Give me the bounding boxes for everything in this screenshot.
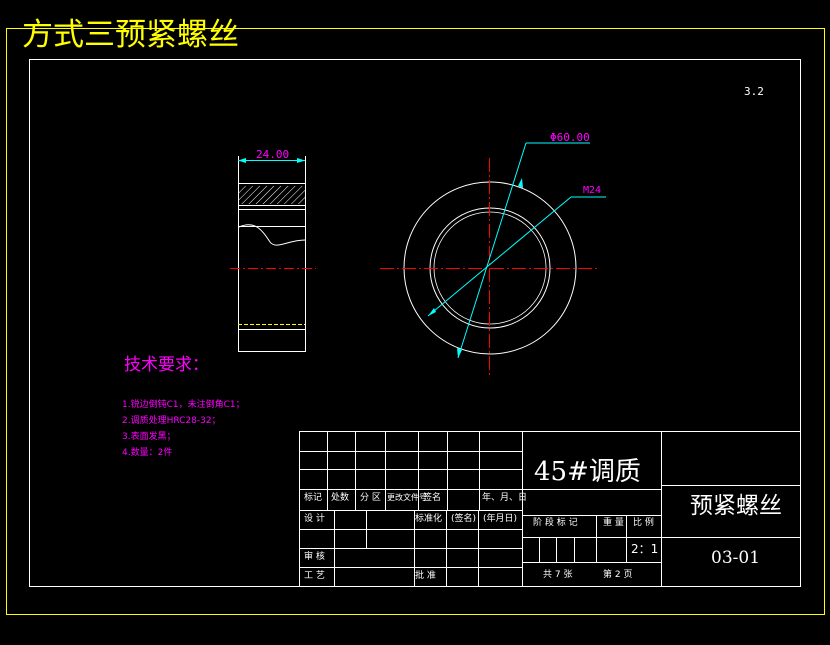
label-count: 处数 (331, 493, 350, 503)
label-review: 审 核 (304, 552, 325, 562)
surface-roughness: 3.2 (744, 85, 764, 98)
side-view (230, 156, 316, 352)
diameter-dimension: Φ60.00 (550, 131, 590, 144)
diameter-leader (457, 142, 527, 359)
label-date-short: (年月日) (483, 514, 518, 524)
tech-requirements-heading: 技术要求： (124, 355, 209, 375)
label-approve: 批 准 (415, 571, 436, 581)
drawing-number: 03-01 (711, 548, 761, 568)
label-scale: 比 例 (633, 518, 654, 528)
label-mark: 标记 (304, 493, 323, 503)
label-standardize: 标准化 (415, 514, 443, 524)
front-view (380, 142, 606, 378)
label-design: 设 计 (304, 514, 325, 524)
thread-dimension: M24 (583, 185, 602, 196)
scale-value: 2：1 (631, 542, 659, 556)
sheets-total: 共 7 张 (543, 570, 573, 580)
material-spec: 45#调质 (534, 457, 641, 487)
sheet-number: 第 2 页 (603, 570, 633, 580)
tech-item: 1.锐边倒钝C1，未注倒角C1； (122, 400, 245, 410)
label-process: 工 艺 (304, 571, 325, 581)
label-zone: 分 区 (360, 493, 381, 503)
part-name: 预紧螺丝 (690, 493, 782, 519)
label-change-doc: 更改文件号 (387, 493, 427, 502)
break-line (238, 224, 306, 246)
inner-frame (29, 59, 801, 587)
outer-border (6, 28, 825, 615)
tech-item: 2.调质处理HRC28-32； (122, 416, 221, 426)
label-signature: 签名 (423, 493, 442, 503)
thread-leader (427, 196, 572, 317)
width-dimension: 24.00 (256, 148, 290, 161)
title-block (299, 431, 801, 587)
tech-item: 3.表面发黑； (122, 432, 176, 442)
label-weight: 重 量 (603, 518, 624, 528)
tech-item: 4.数量：2件 (122, 448, 173, 458)
label-date: 年、月、日 (482, 493, 528, 503)
label-stage: 阶 段 标 记 (533, 518, 578, 528)
label-sign: (签名) (451, 514, 477, 524)
thread-hatch (239, 186, 305, 204)
page-title: 方式三预紧螺丝 (22, 17, 239, 53)
